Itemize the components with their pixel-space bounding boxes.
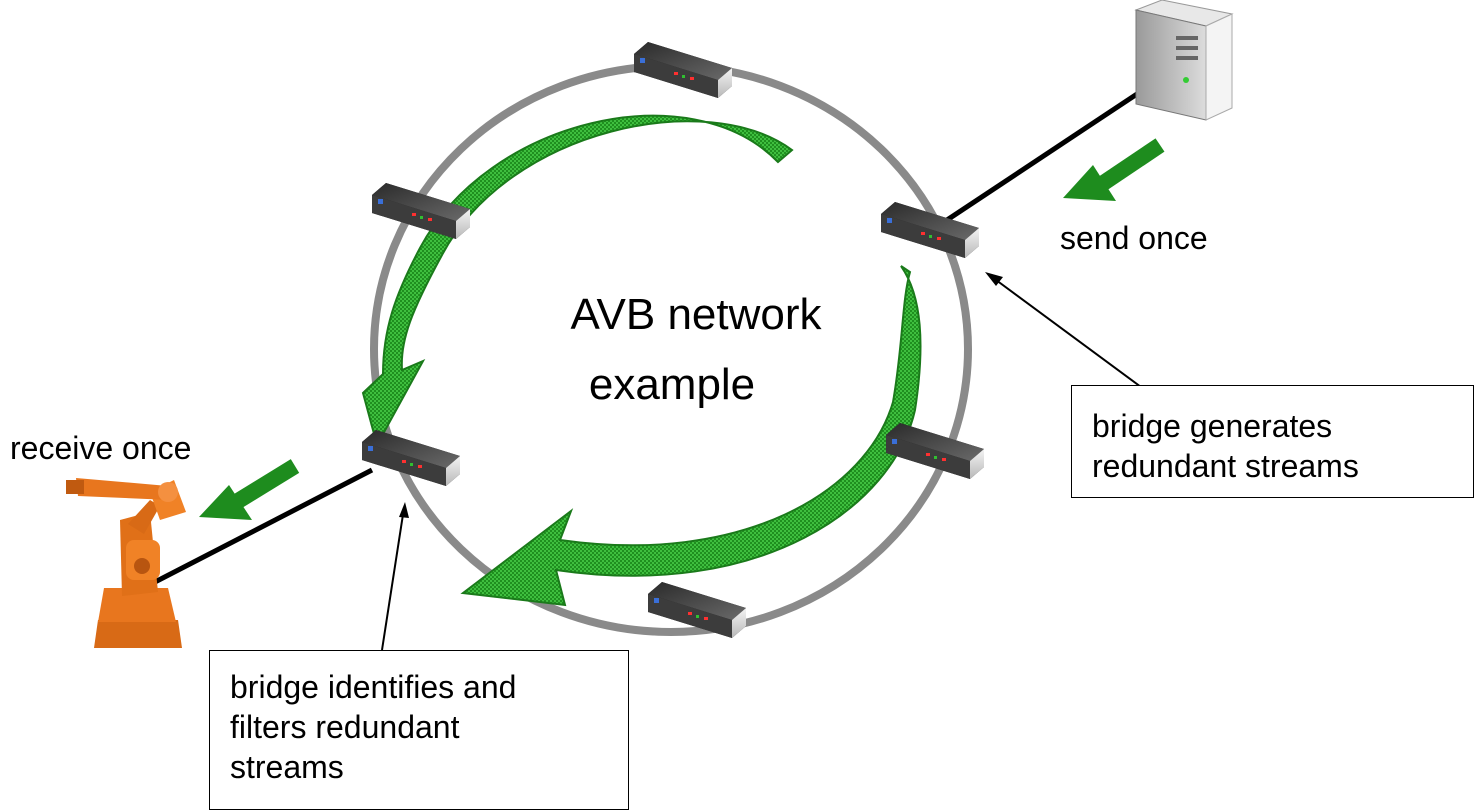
callout-pointer-generate xyxy=(985,272,1142,388)
callout-generate-line-2: redundant streams xyxy=(1092,448,1359,484)
callout-filter-line-3: streams xyxy=(230,749,344,785)
diagram-title: AVB network example xyxy=(546,280,846,420)
title-line-1: AVB network xyxy=(570,290,822,339)
receive-label: receive once xyxy=(10,430,192,466)
server-link xyxy=(942,85,1148,225)
robot-link xyxy=(153,467,374,585)
send-direction-arrow xyxy=(1063,138,1165,201)
callout-filter: bridge identifies and filters redundant … xyxy=(209,650,629,810)
send-label: send once xyxy=(1060,220,1208,256)
receive-direction-arrow xyxy=(199,459,300,520)
bridge-icon xyxy=(362,430,460,486)
title-line-2: example xyxy=(588,360,756,409)
callout-generate-line-1: bridge generates xyxy=(1092,408,1333,444)
robot-arm-icon xyxy=(66,478,186,648)
callout-filter-line-1: bridge identifies and xyxy=(230,669,517,705)
callout-pointer-filter xyxy=(381,502,409,651)
callout-filter-line-2: filters redundant xyxy=(230,709,460,745)
bridge-icon xyxy=(634,42,732,98)
server-icon xyxy=(1134,0,1234,121)
flow-arrow-left xyxy=(361,114,794,448)
callout-generate: bridge generates redundant streams xyxy=(1071,385,1474,498)
flow-arrow-right xyxy=(460,265,922,607)
